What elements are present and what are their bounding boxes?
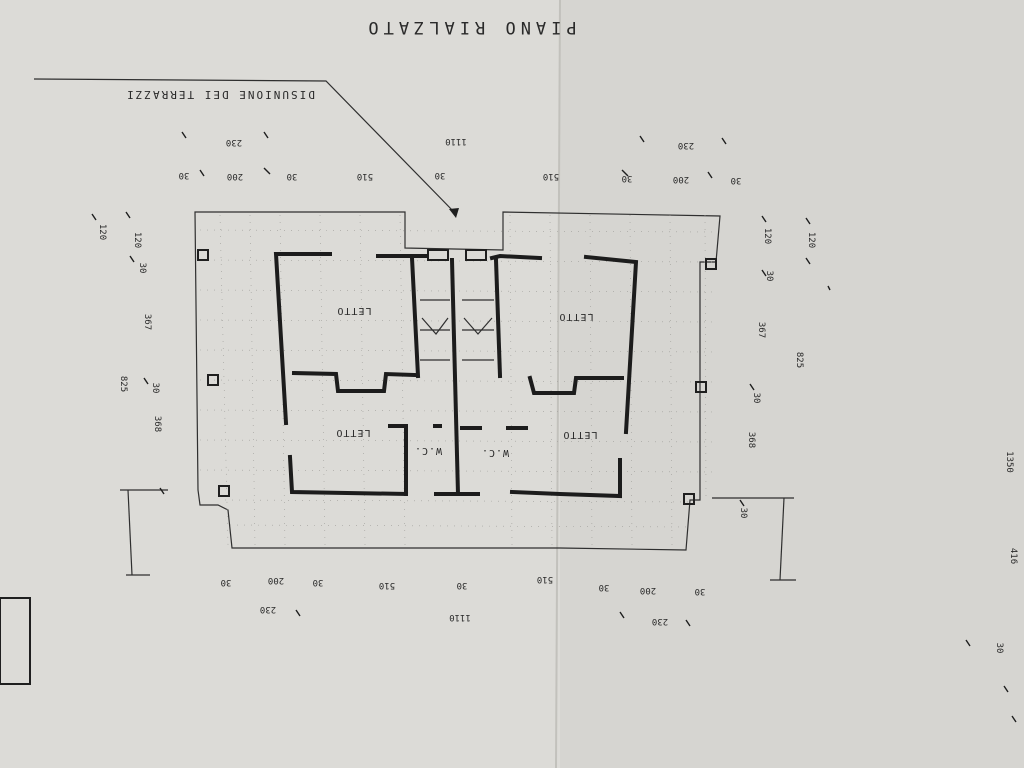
dim-bottom-0: 30 bbox=[221, 577, 232, 587]
dim-right-1: 120 bbox=[762, 228, 772, 244]
drawing-subtitle: DISUNIONE DEI TERRAZZI bbox=[125, 88, 315, 101]
dim-top-1: 1110 bbox=[445, 136, 467, 146]
dim-top-5: 30 bbox=[287, 171, 298, 181]
paper-right-page bbox=[560, 0, 1024, 768]
dim-right-10: 30 bbox=[994, 643, 1004, 654]
dim-left-5: 30 bbox=[150, 383, 160, 394]
dim-top-10: 200 bbox=[673, 174, 689, 184]
room-label-wc-left: W.C. bbox=[414, 445, 442, 456]
dim-bottom-3: 510 bbox=[379, 580, 395, 590]
dim-left-4: 825 bbox=[118, 376, 128, 392]
dim-top-9: 30 bbox=[622, 173, 633, 183]
dim-top-6: 510 bbox=[357, 171, 373, 181]
paper-left-page bbox=[0, 0, 560, 768]
dim-bottom-6: 30 bbox=[599, 582, 610, 592]
dim-bottom-1: 200 bbox=[268, 575, 284, 585]
dim-right-7: 1350 bbox=[1004, 451, 1014, 473]
dim-left-1: 120 bbox=[132, 232, 142, 248]
dim-top-0: 230 bbox=[226, 137, 242, 147]
leader-line bbox=[33, 78, 457, 215]
room-label-letto-top-right: LETTO bbox=[558, 311, 593, 322]
dim-right-0: 120 bbox=[806, 232, 816, 248]
left-dimension-values: 120 120 30 367 825 30 368 bbox=[91, 211, 165, 495]
page-fold bbox=[555, 0, 561, 768]
room-label-letto-bottom-right: LETTO bbox=[562, 429, 597, 440]
top-dimension-values: 230 1110 230 30 200 30 510 30 510 30 200… bbox=[179, 131, 742, 185]
dim-bottom-10: 1110 bbox=[449, 612, 471, 622]
dim-left-0: 120 bbox=[97, 224, 107, 240]
dim-bottom-8: 30 bbox=[695, 586, 706, 596]
dim-left-6: 368 bbox=[152, 416, 162, 432]
dim-right-6: 368 bbox=[746, 432, 756, 448]
margin-box bbox=[0, 597, 31, 685]
dim-right-5: 30 bbox=[751, 393, 761, 404]
dim-bottom-5: 510 bbox=[537, 574, 553, 584]
dim-bottom-2: 30 bbox=[313, 577, 324, 587]
leader-arrowhead bbox=[449, 208, 459, 218]
right-dimension-values: 120 120 30 367 825 30 368 1350 30 416 30 bbox=[738, 215, 1018, 723]
dim-right-2: 30 bbox=[764, 271, 774, 282]
stair-hatching bbox=[420, 299, 494, 361]
dim-top-8: 510 bbox=[543, 171, 559, 181]
dim-right-9: 416 bbox=[1008, 548, 1018, 564]
dim-top-11: 30 bbox=[731, 175, 742, 185]
dim-right-3: 367 bbox=[756, 322, 766, 338]
dim-top-2: 230 bbox=[678, 140, 694, 150]
dim-top-3: 30 bbox=[179, 170, 190, 180]
room-label-letto-top-left: LETTO bbox=[336, 305, 371, 316]
dim-left-3: 367 bbox=[142, 314, 152, 330]
dim-bottom-11: 230 bbox=[652, 616, 668, 626]
dim-left-2: 30 bbox=[137, 263, 147, 274]
building-walls bbox=[273, 252, 639, 499]
room-label-letto-bottom-left: LETTO bbox=[335, 427, 370, 438]
dim-bottom-7: 200 bbox=[640, 585, 656, 595]
dim-right-4: 825 bbox=[794, 352, 804, 368]
bottom-dimension-values: 30 200 30 510 30 510 30 200 30 230 1110 … bbox=[120, 489, 796, 627]
dim-top-7: 30 bbox=[435, 170, 446, 180]
dim-bottom-4: 30 bbox=[457, 580, 468, 590]
drawing-title: PIANO RIALZATO bbox=[363, 17, 576, 37]
dim-top-4: 200 bbox=[227, 171, 243, 181]
dim-right-8: 30 bbox=[738, 508, 748, 519]
room-label-wc-right: W.C. bbox=[481, 447, 509, 458]
dim-bottom-9: 230 bbox=[260, 604, 276, 614]
